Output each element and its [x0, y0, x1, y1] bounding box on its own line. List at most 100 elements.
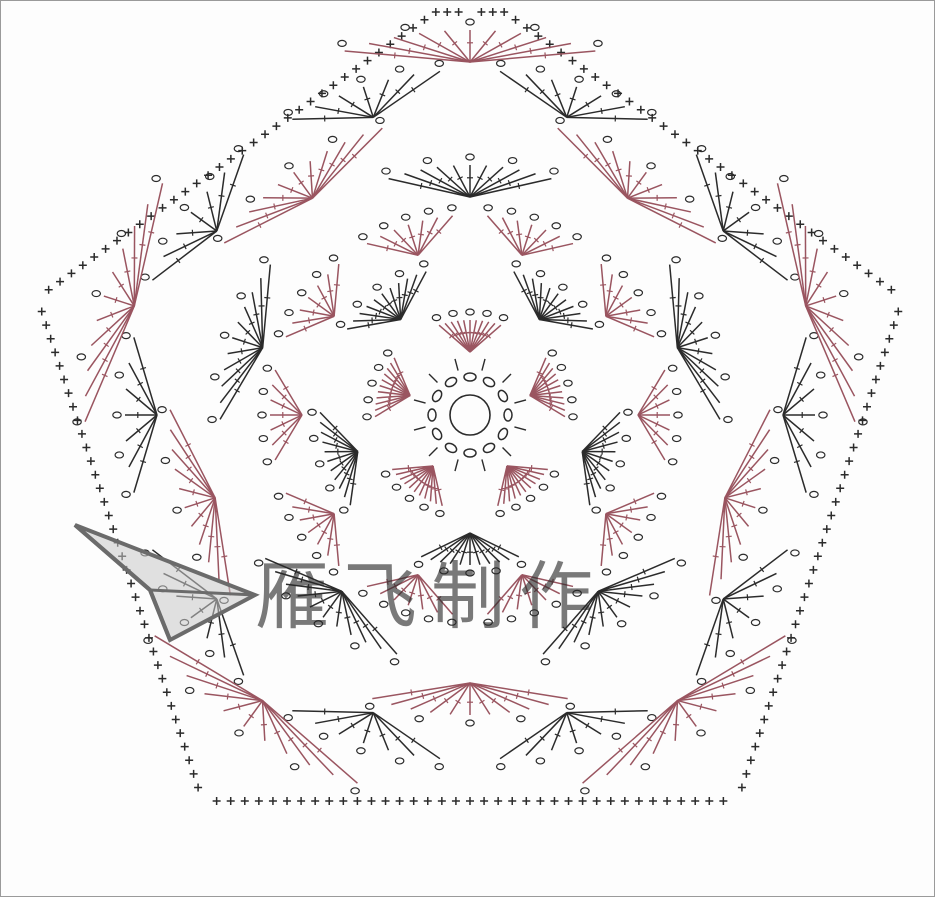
single-crochet-plus	[193, 179, 201, 187]
single-crochet-plus	[865, 269, 873, 277]
double-crochet-stitch	[375, 396, 410, 417]
single-crochet-plus	[269, 797, 277, 805]
chain-oval	[606, 485, 614, 491]
chain-oval	[685, 196, 693, 202]
chain-oval	[496, 389, 509, 403]
chain-oval	[711, 332, 719, 338]
single-crochet-plus	[536, 797, 544, 805]
double-crochet-stitch	[414, 427, 426, 430]
chain-oval	[285, 514, 293, 520]
stitch-fan	[382, 154, 558, 197]
chain-oval	[616, 461, 624, 467]
single-crochet-plus	[890, 321, 898, 329]
single-crochet-plus	[872, 376, 880, 384]
double-crochet-stitch	[217, 155, 244, 231]
chain-oval	[817, 372, 825, 378]
stitch-fan	[497, 60, 656, 121]
single-crochet-plus	[660, 122, 668, 130]
stitch-crossbar	[564, 313, 565, 319]
stitch-crossbar	[516, 234, 522, 235]
single-crochet-plus	[261, 130, 269, 138]
single-crochet-plus	[677, 797, 685, 805]
double-crochet-stitch	[806, 306, 855, 396]
chain-oval	[274, 331, 282, 337]
chain-oval	[220, 332, 228, 338]
stitch-crossbar	[631, 584, 632, 590]
chain-oval	[657, 493, 665, 499]
stitch-crossbar	[418, 234, 424, 235]
double-crochet-stitch	[601, 264, 606, 316]
stitch-crossbar	[368, 322, 369, 328]
chain-oval	[298, 534, 306, 540]
chain-oval	[444, 441, 458, 454]
single-crochet-plus	[96, 484, 104, 492]
stitch-crossbar	[425, 485, 431, 486]
chain-oval	[392, 484, 400, 490]
double-crochet-stitch	[312, 135, 363, 199]
stitch-crossbar	[630, 507, 631, 513]
chain-oval	[310, 435, 318, 441]
chain-oval	[260, 257, 268, 263]
chain-oval	[672, 436, 680, 442]
double-crochet-stitch	[429, 448, 437, 456]
chain-oval	[263, 459, 271, 465]
single-crochet-plus	[739, 179, 747, 187]
chain-oval	[329, 255, 337, 261]
chain-oval	[791, 550, 799, 556]
chain-oval	[539, 484, 547, 490]
chain-oval	[697, 730, 705, 736]
stitch-crossbar	[532, 294, 538, 295]
single-crochet-plus	[227, 155, 235, 163]
single-crochet-plus	[102, 245, 110, 253]
single-crochet-plus	[185, 756, 193, 764]
stitch-fan	[484, 205, 581, 255]
chain-oval	[617, 621, 625, 627]
single-crochet-plus	[863, 403, 871, 411]
single-crochet-plus	[466, 797, 474, 805]
chain-oval	[466, 154, 474, 160]
stitch-fan	[600, 255, 666, 337]
stitch-crossbar	[227, 694, 228, 700]
stitch-fan	[113, 333, 157, 498]
stitch-crossbar	[334, 545, 340, 546]
single-crochet-plus	[738, 783, 746, 791]
single-crochet-plus	[819, 237, 827, 245]
single-crochet-plus	[455, 8, 463, 16]
single-crochet-plus	[663, 797, 671, 805]
chain-oval	[180, 205, 188, 211]
single-crochet-plus	[159, 204, 167, 212]
chain-oval	[569, 414, 577, 420]
single-crochet-plus	[38, 308, 46, 316]
chain-oval	[566, 703, 574, 709]
fan-rounds	[73, 19, 867, 794]
stitch-crossbar	[794, 461, 800, 463]
single-crochet-plus	[876, 278, 884, 286]
center-magic-ring	[450, 395, 490, 435]
chain-oval	[819, 412, 827, 418]
stitch-crossbar	[309, 317, 310, 323]
chain-oval	[312, 271, 320, 277]
stitch-fan	[581, 636, 796, 794]
single-crochet-plus	[603, 81, 611, 89]
single-crochet-plus	[765, 702, 773, 710]
stitch-crossbar	[395, 52, 396, 58]
chain-oval	[316, 461, 324, 467]
single-crochet-plus	[565, 797, 573, 805]
double-crochet-stitch	[783, 415, 806, 493]
chain-oval	[726, 174, 734, 180]
chain-oval	[552, 223, 560, 229]
chain-oval	[810, 491, 818, 497]
single-crochet-plus	[45, 286, 53, 294]
stitch-fan	[144, 636, 359, 794]
double-crochet-stitch	[806, 306, 849, 346]
double-crochet-stitch	[606, 493, 654, 514]
double-crochet-stitch	[414, 400, 426, 403]
chain-oval	[113, 412, 121, 418]
chain-oval	[363, 414, 371, 420]
stitch-crossbar	[347, 478, 353, 480]
stitch-crossbar	[208, 207, 214, 208]
stitch-fan	[582, 409, 632, 513]
single-crochet-plus	[172, 715, 180, 723]
chain-oval	[464, 449, 476, 457]
single-crochet-plus	[719, 797, 727, 805]
